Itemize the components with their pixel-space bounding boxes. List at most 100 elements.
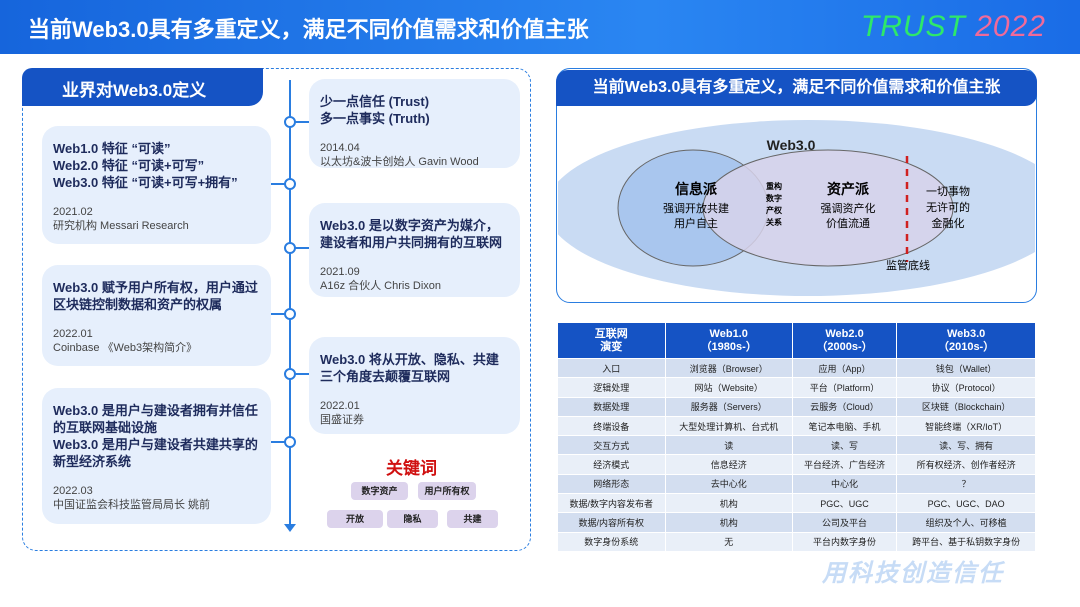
timeline-connector [271,183,290,185]
table-header: Web1.0（1980s-） [664,322,793,359]
table-cell: 公司及平台 [791,512,898,533]
table-cell: 中心化 [791,473,898,495]
trust-2022-logo: TRUST 2022 [861,10,1046,44]
table-row: 终端设备大型处理计算机、台式机笔记本电脑、手机智能终端（XR/IoT） [557,415,1036,437]
asset-school-ellipse [702,149,954,267]
definition-card: Web1.0 特征 “可读”Web2.0 特征 “可读+可写”Web3.0 特征… [42,126,271,244]
table-cell: 平台内数字身份 [791,531,898,552]
table-row: 入口浏览器（Browser）应用（App）钱包（Wallet） [557,357,1036,379]
definition-date: 2021.02 [53,206,93,218]
table-cell: 云服务（Cloud） [791,396,898,417]
definition-source: 2014.04 以太坊&波卡创始人 Gavin Wood [320,141,510,169]
definition-quote: Web2.0 特征 “可读+可写” [53,158,205,173]
definition-date: 2022.01 [320,400,360,412]
header-banner [0,0,1080,54]
definition-source: 2022.01 国盛证券 [320,399,510,427]
table-cell: 读、写、拥有 [896,435,1036,456]
table-header: 互联网演变 [557,322,666,359]
definition-date: 2014.04 [320,142,360,154]
definition-date: 2022.01 [53,328,93,340]
table-cell: 经济模式 [557,454,666,475]
logo-trust: TRUST [860,10,966,43]
definition-quote: Web3.0 是用户与建设者共建共享的新型经济系统 [53,437,258,469]
table-cell: 应用（App） [791,357,898,379]
table-cell: 数字身份系统 [557,531,666,552]
venn-asset-l2: 价值流通 [826,216,870,230]
table-cell: 数据/数字内容发布者 [557,493,666,514]
table-cell: 跨平台、基于私钥数字身份 [896,531,1036,552]
table-header-line: （2010s-） [937,340,995,353]
keyword-chip: 共建 [447,510,498,528]
table-header-line: 互联网 [594,327,628,340]
table-header-line: Web1.0 [709,327,748,340]
table-row: 数字身份系统无平台内数字身份跨平台、基于私钥数字身份 [557,531,1036,552]
page-title: 当前Web3.0具有多重定义，满足不同价值需求和价值主张 [28,17,589,42]
keyword-chip: 用户所有权 [418,482,476,500]
definitions-panel [22,68,531,551]
timeline-node [284,368,296,380]
web3-venn-diagram: Web3.0 信息派 强调开放共建 用户自主 重构 数字 产权 关系 资产派 强… [558,120,1035,296]
timeline-connector [271,441,290,443]
definition-quote: Web3.0 是用户与建设者拥有并信任的互联网基础设施 [53,403,258,435]
definition-date: 2022.03 [53,485,93,497]
keyword-chip: 数字资产 [351,482,408,500]
logo-year: 2022 [975,10,1046,43]
keyword-chip: 开放 [327,510,383,528]
venn-mid-text: 产权 [766,205,783,215]
table-cell: 读 [664,435,793,456]
timeline-connector [290,373,309,375]
definition-author: 以太坊&波卡创始人 Gavin Wood [320,156,479,168]
table-cell: 信息经济 [664,454,793,475]
table-cell: 服务器（Servers） [664,396,793,417]
table-cell: 网站（Website） [664,377,793,398]
table-cell: 平台经济、广告经济 [791,454,898,475]
venn-far-text: 金融化 [932,216,965,230]
definition-quote: Web3.0 特征 “可读+可写+拥有” [53,175,238,190]
timeline-connector [290,121,309,123]
venn-info-l2: 用户自主 [674,216,718,230]
keywords-title: 关键词 [386,459,437,478]
venn-asset-title: 资产派 [827,181,870,197]
table-cell: 智能终端（XR/IoT） [896,415,1036,437]
table-row: 网络形态去中心化中心化？ [557,473,1036,495]
definition-date: 2021.09 [320,266,360,278]
table-cell: 数据处理 [557,396,666,417]
table-cell: 钱包（Wallet） [896,357,1036,379]
venn-far-text: 无许可的 [926,200,970,214]
keyword-chip: 隐私 [387,510,438,528]
table-header-line: （2000s-） [816,340,873,353]
venn-mid-text: 重构 [766,181,782,191]
table-header: Web2.0（2000s-） [791,322,898,359]
definition-author: Coinbase 《Web3架构简介》 [53,342,198,354]
table-cell: ？ [896,473,1036,495]
table-header-line: Web3.0 [946,327,986,340]
timeline-line [289,80,291,526]
timeline-node [284,178,296,190]
definition-author: 国盛证券 [320,414,364,426]
table-cell: 大型处理计算机、台式机 [664,415,793,437]
table-row: 逻辑处理网站（Website）平台（Platform）协议（Protocol） [557,377,1036,398]
table-header-line: 演变 [600,340,623,353]
definition-quote: 少一点信任 (Trust) [320,94,430,109]
table-cell: 无 [664,531,793,552]
table-cell: 交互方式 [557,435,666,456]
definition-author: A16z 合伙人 Chris Dixon [320,280,442,292]
venn-asset-l1: 强调资产化 [821,201,876,215]
table-header-line: Web2.0 [825,327,864,340]
table-cell: PGC、UGC、DAO [896,493,1036,514]
table-cell: 逻辑处理 [557,377,666,398]
web3-venn-panel [556,68,1037,303]
table-cell: 所有权经济、创作者经济 [896,454,1036,475]
timeline-arrow-icon [284,524,296,532]
venn-mid-text: 关系 [766,217,782,227]
timeline-node [284,308,296,320]
definition-quote: Web3.0 将从开放、隐私、共建三个角度去颠覆互联网 [320,352,499,384]
table-cell: 读、写 [791,435,898,456]
